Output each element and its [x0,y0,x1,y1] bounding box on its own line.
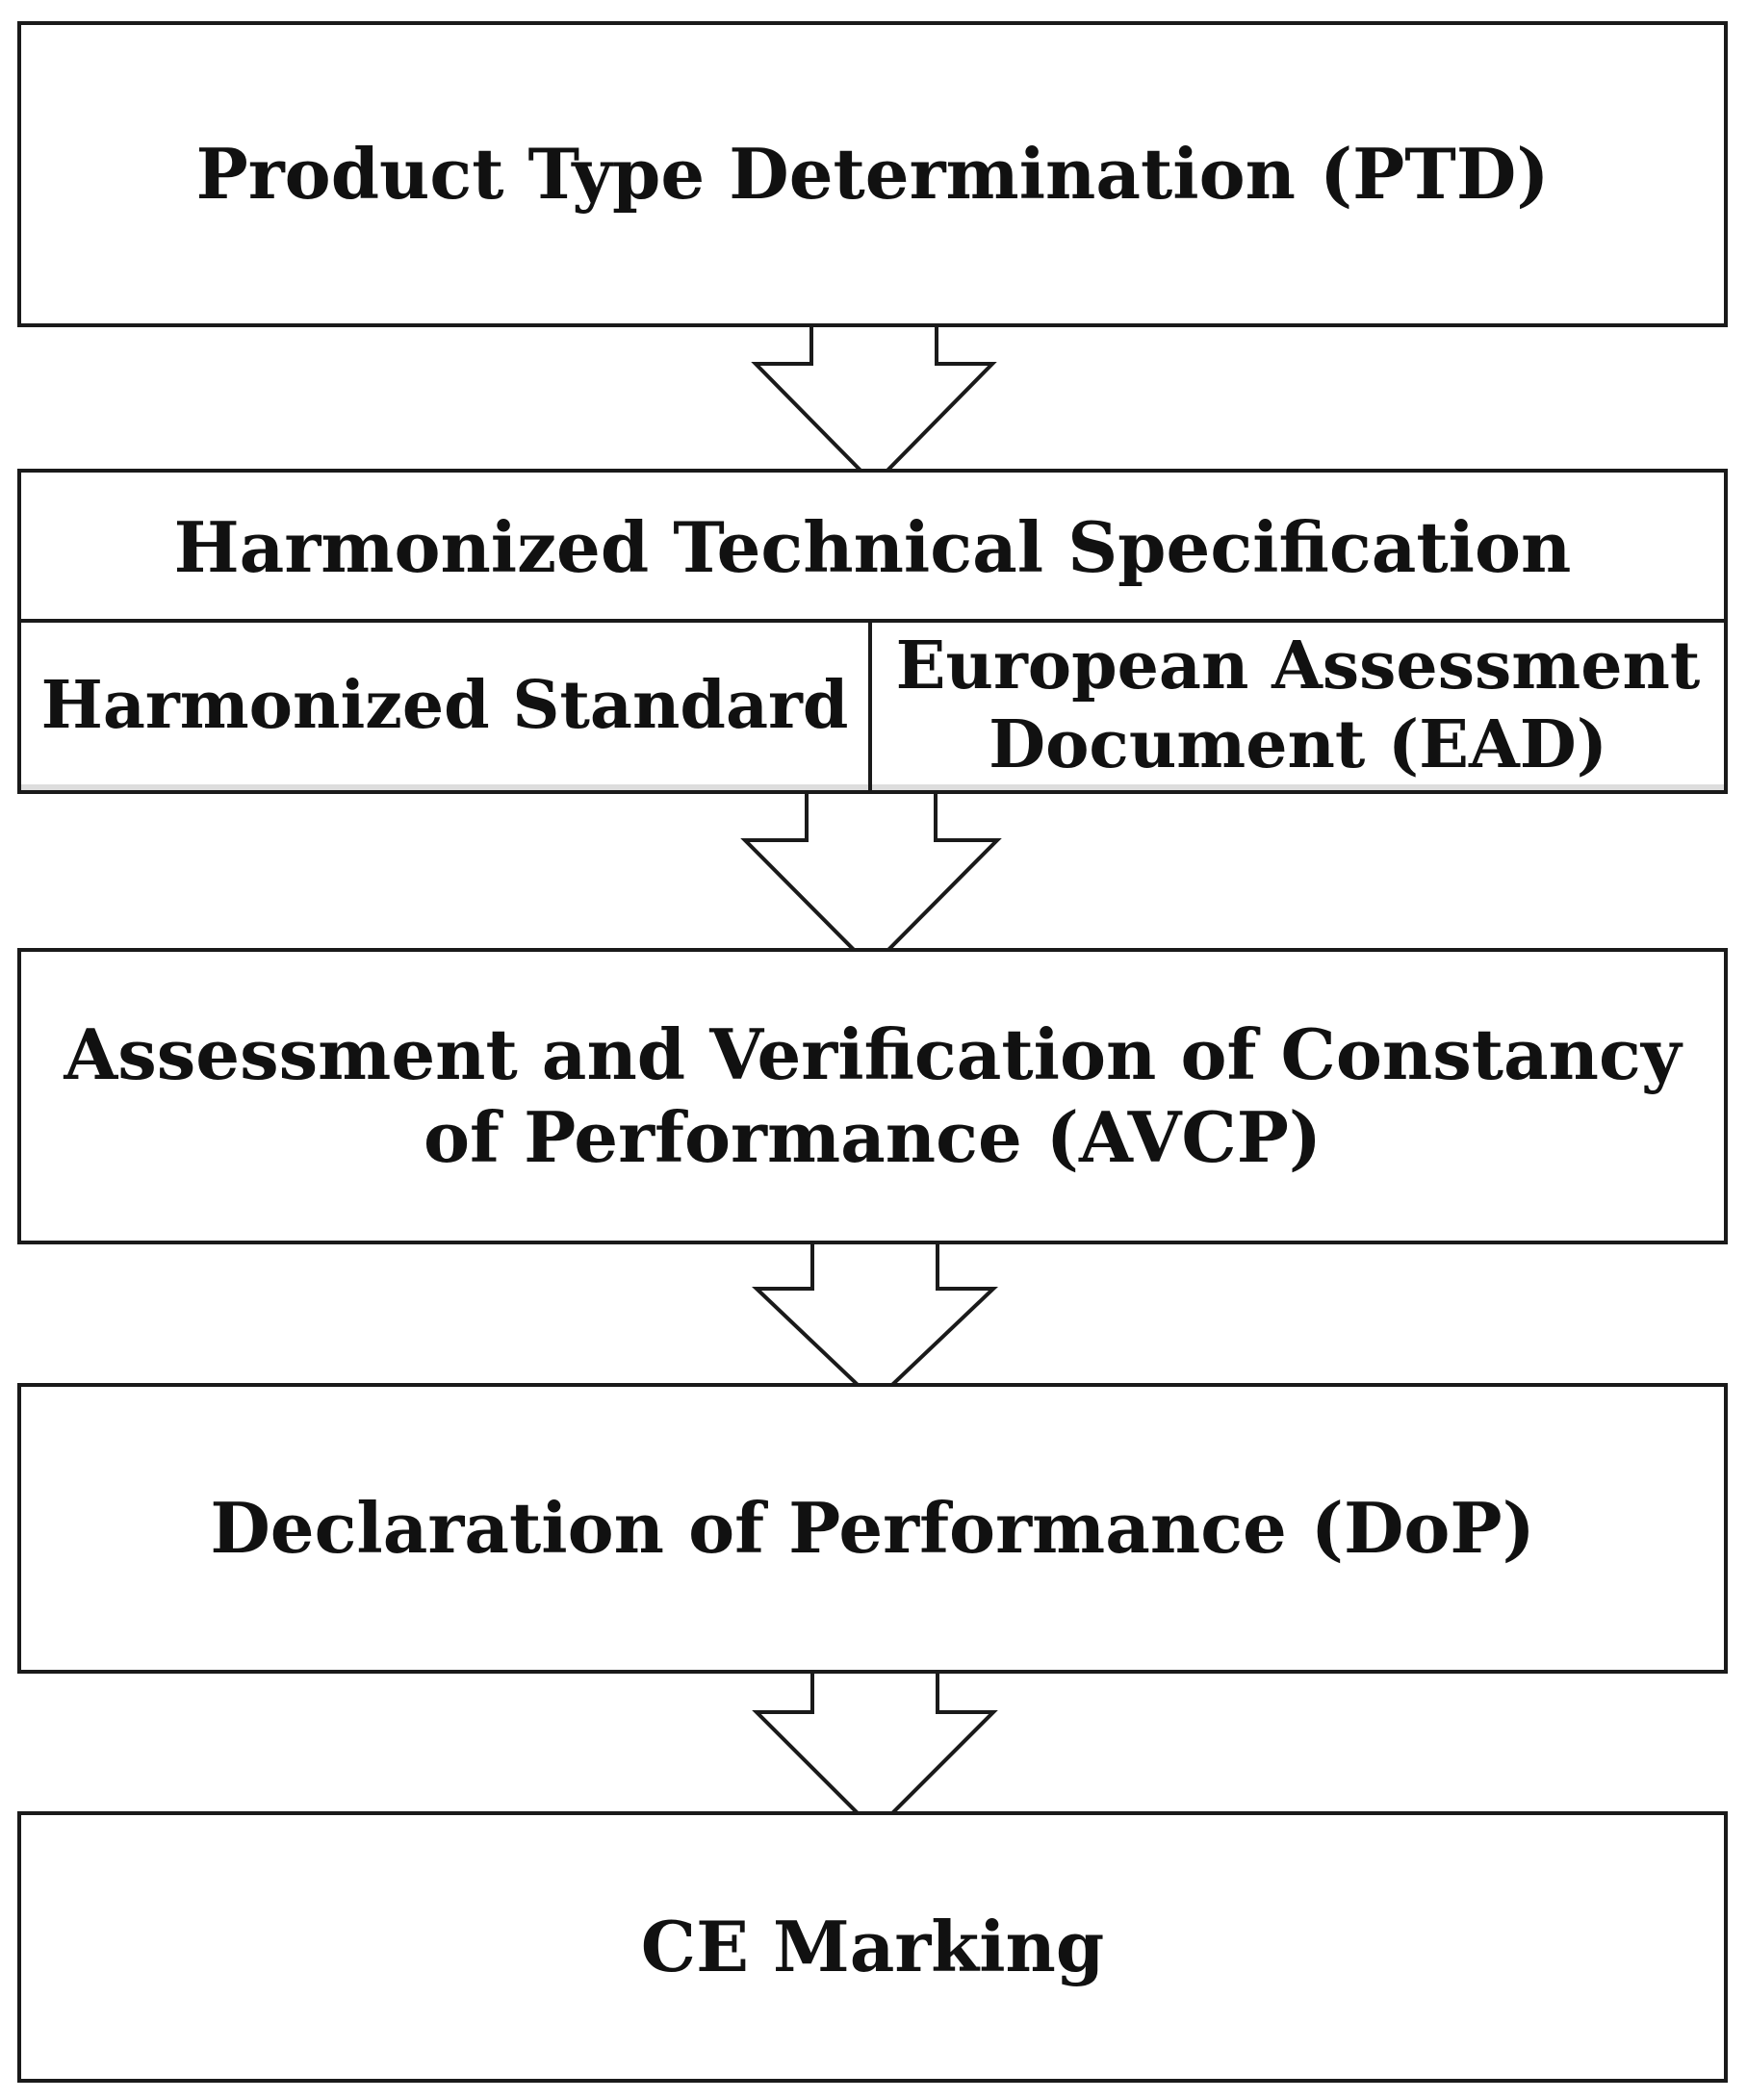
step-avcp-label-line2: of Performance (AVCP) [424,1096,1322,1178]
step-dop-label: Declaration of Performance (DoP) [210,1486,1535,1569]
option-european-assessment-document: European Assessment Document (EAD) [868,619,1728,794]
option-ead-label-line2: Document (EAD) [989,706,1607,783]
arrow-down-icon [740,790,1002,970]
option-hs-label: Harmonized Standard [40,667,849,745]
step-product-type-determination: Product Type Determination (PTD) [17,21,1728,327]
step-hts-label: Harmonized Technical Specification [173,505,1572,588]
step-ce-label: CE Marking [640,1905,1105,1987]
step-assessment-verification-constancy: Assessment and Verification of Constancy… [17,948,1728,1244]
arrow-down-icon [751,323,997,487]
step-ptd-label: Product Type Determination (PTD) [195,132,1550,215]
step-avcp-label-line1: Assessment and Verification of Constancy [64,1012,1682,1095]
option-ead-label-line1: European Assessment [895,627,1701,705]
step-harmonized-technical-specification: Harmonized Technical Specification [17,469,1728,623]
option-harmonized-standard: Harmonized Standard [17,619,872,794]
step-ce-marking: CE Marking [17,1811,1728,2083]
arrow-down-icon [752,1670,998,1833]
arrow-down-icon [751,1241,999,1404]
step-declaration-of-performance: Declaration of Performance (DoP) [17,1383,1728,1674]
